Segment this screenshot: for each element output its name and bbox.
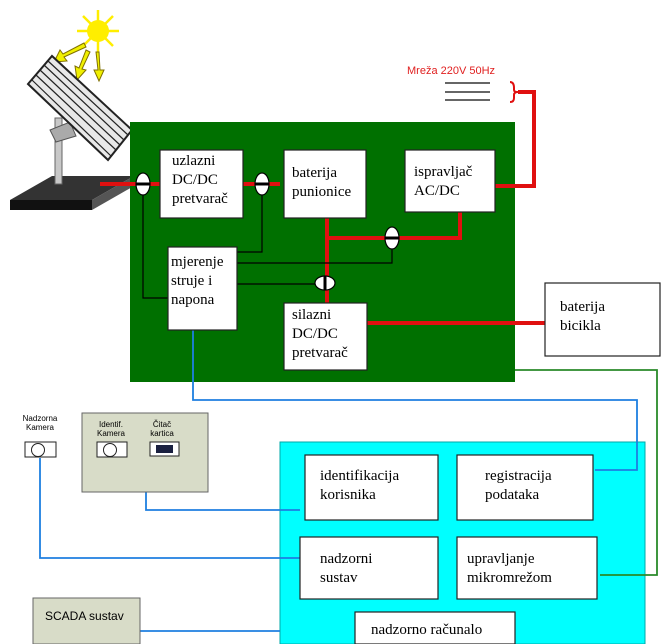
id-card-device: [81, 412, 209, 493]
scada-label: SCADA sustav: [45, 609, 124, 623]
sunlight-arrows: [53, 42, 105, 83]
block-rectifier: ispravljač AC/DC: [414, 164, 473, 200]
block-buck-converter: silazni DC/DC pretvarač: [292, 307, 348, 362]
id-camera-label: Identif. Kamera: [96, 420, 125, 439]
block-supervisory-computer: nadzorno računalo: [371, 622, 483, 638]
block-boost-converter: uzlazni DC/DC pretvarač: [172, 153, 228, 208]
control-line: [515, 369, 658, 576]
grid-lines-icon: [445, 82, 490, 101]
block-station-battery: baterija punionice: [292, 165, 352, 201]
block-user-identification: identifikacija korisnika: [320, 468, 400, 504]
signal-lines: [39, 330, 638, 632]
solar-panel-icon: [10, 54, 134, 210]
sun-icon: [77, 10, 119, 52]
grid-label: Mreža 220V 50Hz: [407, 65, 496, 77]
camera-icon: [24, 441, 57, 458]
block-microgrid-control: upravljanje mikromrežom: [467, 551, 552, 587]
block-measurement: mjerenje struje i napona: [171, 254, 224, 309]
card-reader-label: Čitač kartica: [150, 420, 174, 439]
block-frames: [159, 149, 661, 644]
scada-box: [32, 597, 141, 644]
block-bike-battery: baterija bicikla: [560, 299, 605, 335]
grid-brace: [509, 81, 519, 103]
block-supervision: nadzorni sustav: [320, 551, 373, 587]
surveillance-camera-label: Nadzorna Kamera: [22, 414, 58, 433]
measurement-lines: [142, 183, 393, 299]
block-data-logging: registracija podataka: [485, 468, 552, 504]
